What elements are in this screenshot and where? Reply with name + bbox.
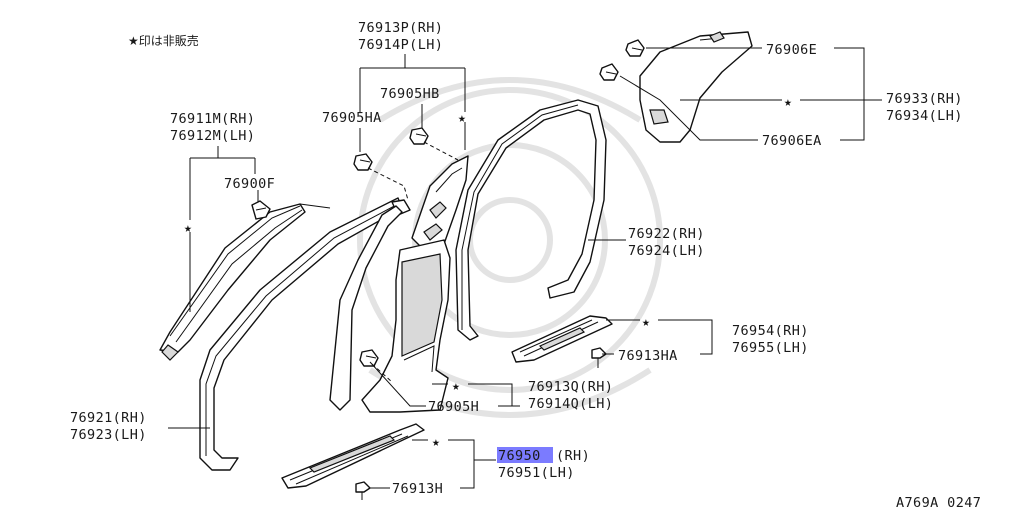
label-76923: 76923(LH) bbox=[70, 427, 147, 443]
center-pillar-lower-garnish bbox=[361, 239, 451, 413]
figure-code: A769A 0247 bbox=[896, 495, 981, 510]
clip-76906E bbox=[625, 39, 645, 57]
star-marker: ★ bbox=[432, 435, 440, 450]
label-76905H: 76905H bbox=[428, 399, 479, 415]
label-76914P: 76914P(LH) bbox=[358, 37, 443, 53]
front-kicking-plate bbox=[281, 423, 425, 489]
label-76934: 76934(LH) bbox=[886, 108, 963, 124]
not-sold-note: ★印は非販売 bbox=[128, 33, 199, 48]
label-76921: 76921(RH) bbox=[70, 410, 147, 426]
label-76933: 76933(RH) bbox=[886, 91, 963, 107]
rear-kicking-plate bbox=[511, 315, 613, 363]
label-76905HB: 76905HB bbox=[380, 86, 440, 102]
front-door-weatherstrip bbox=[199, 197, 411, 471]
star-marker: ★ bbox=[642, 315, 650, 330]
clip-76905H bbox=[359, 349, 379, 367]
label-76900F: 76900F bbox=[224, 176, 275, 192]
star-marker: ★ bbox=[784, 95, 792, 110]
rear-door-weatherstrip bbox=[455, 99, 607, 341]
rear-pillar-garnish bbox=[639, 31, 753, 143]
label-76951: 76951(LH) bbox=[498, 465, 575, 481]
label-76911M: 76911M(RH) bbox=[170, 111, 255, 127]
clip-76900F bbox=[251, 200, 271, 220]
label-76924: 76924(LH) bbox=[628, 243, 705, 259]
label-76905HA: 76905HA bbox=[322, 110, 382, 126]
label-76950[interactable]: 76950 bbox=[498, 448, 541, 464]
label-76912M: 76912M(LH) bbox=[170, 128, 255, 144]
label-76913HA: 76913HA bbox=[618, 348, 678, 364]
label-76950-suffix: (RH) bbox=[556, 448, 590, 464]
star-marker: ★ bbox=[458, 111, 466, 126]
label-76955: 76955(LH) bbox=[732, 340, 809, 356]
label-76954: 76954(RH) bbox=[732, 323, 809, 339]
not-sold-star-markers: ★ ★ ★ ★ ★ ★ bbox=[184, 95, 792, 450]
screw-76913HA bbox=[591, 347, 607, 368]
highlight-76950 bbox=[497, 447, 553, 463]
screw-76913H bbox=[355, 481, 371, 500]
clip-76906EA bbox=[599, 63, 619, 81]
assembly-line-76905HB bbox=[423, 141, 459, 161]
star-marker: ★ bbox=[184, 221, 192, 236]
star-marker: ★ bbox=[452, 379, 460, 394]
assembly-line-76905HA bbox=[367, 167, 409, 201]
label-76914Q: 76914Q(LH) bbox=[528, 396, 613, 412]
assembly-line-76905H bbox=[371, 363, 393, 383]
leader-lines bbox=[168, 47, 882, 489]
label-76913H: 76913H bbox=[392, 481, 443, 497]
label-76906EA: 76906EA bbox=[762, 133, 822, 149]
label-76906E: 76906E bbox=[766, 42, 817, 58]
front-pillar-garnish bbox=[159, 203, 331, 361]
label-76913P: 76913P(RH) bbox=[358, 20, 443, 36]
label-76922: 76922(RH) bbox=[628, 226, 705, 242]
clip-76905HB bbox=[409, 127, 429, 145]
part-labels: 76913P(RH) 76914P(LH) 76905HB 76905HA 76… bbox=[70, 20, 963, 497]
clip-76905HA bbox=[353, 153, 373, 171]
label-76913Q: 76913Q(RH) bbox=[528, 379, 613, 395]
